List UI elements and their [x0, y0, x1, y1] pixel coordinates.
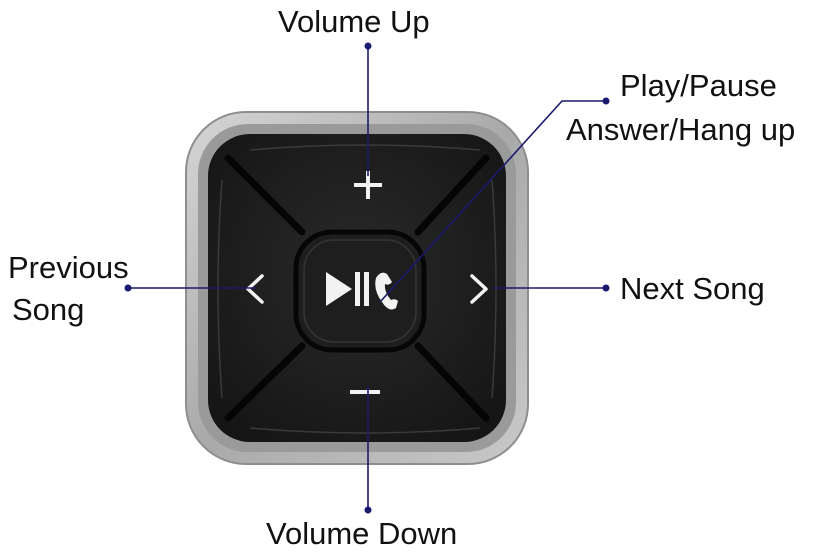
label-answer-hang-up: Answer/Hang up — [566, 112, 796, 147]
plus-icon — [354, 171, 382, 199]
segment-dividers — [224, 154, 490, 422]
label-previous: Previous — [8, 250, 129, 285]
callout-lines — [128, 46, 606, 510]
label-volume-up: Volume Up — [278, 4, 430, 39]
label-song: Song — [12, 292, 85, 327]
callout-dots — [124, 42, 610, 514]
minus-icon — [350, 390, 380, 394]
chevron-right-icon — [470, 274, 488, 304]
callout-line-play-pause — [379, 100, 606, 303]
label-play-pause: Play/Pause — [620, 68, 777, 103]
label-next-song: Next Song — [620, 271, 765, 306]
label-volume-down: Volume Down — [266, 516, 458, 551]
chevron-left-icon — [246, 274, 264, 304]
